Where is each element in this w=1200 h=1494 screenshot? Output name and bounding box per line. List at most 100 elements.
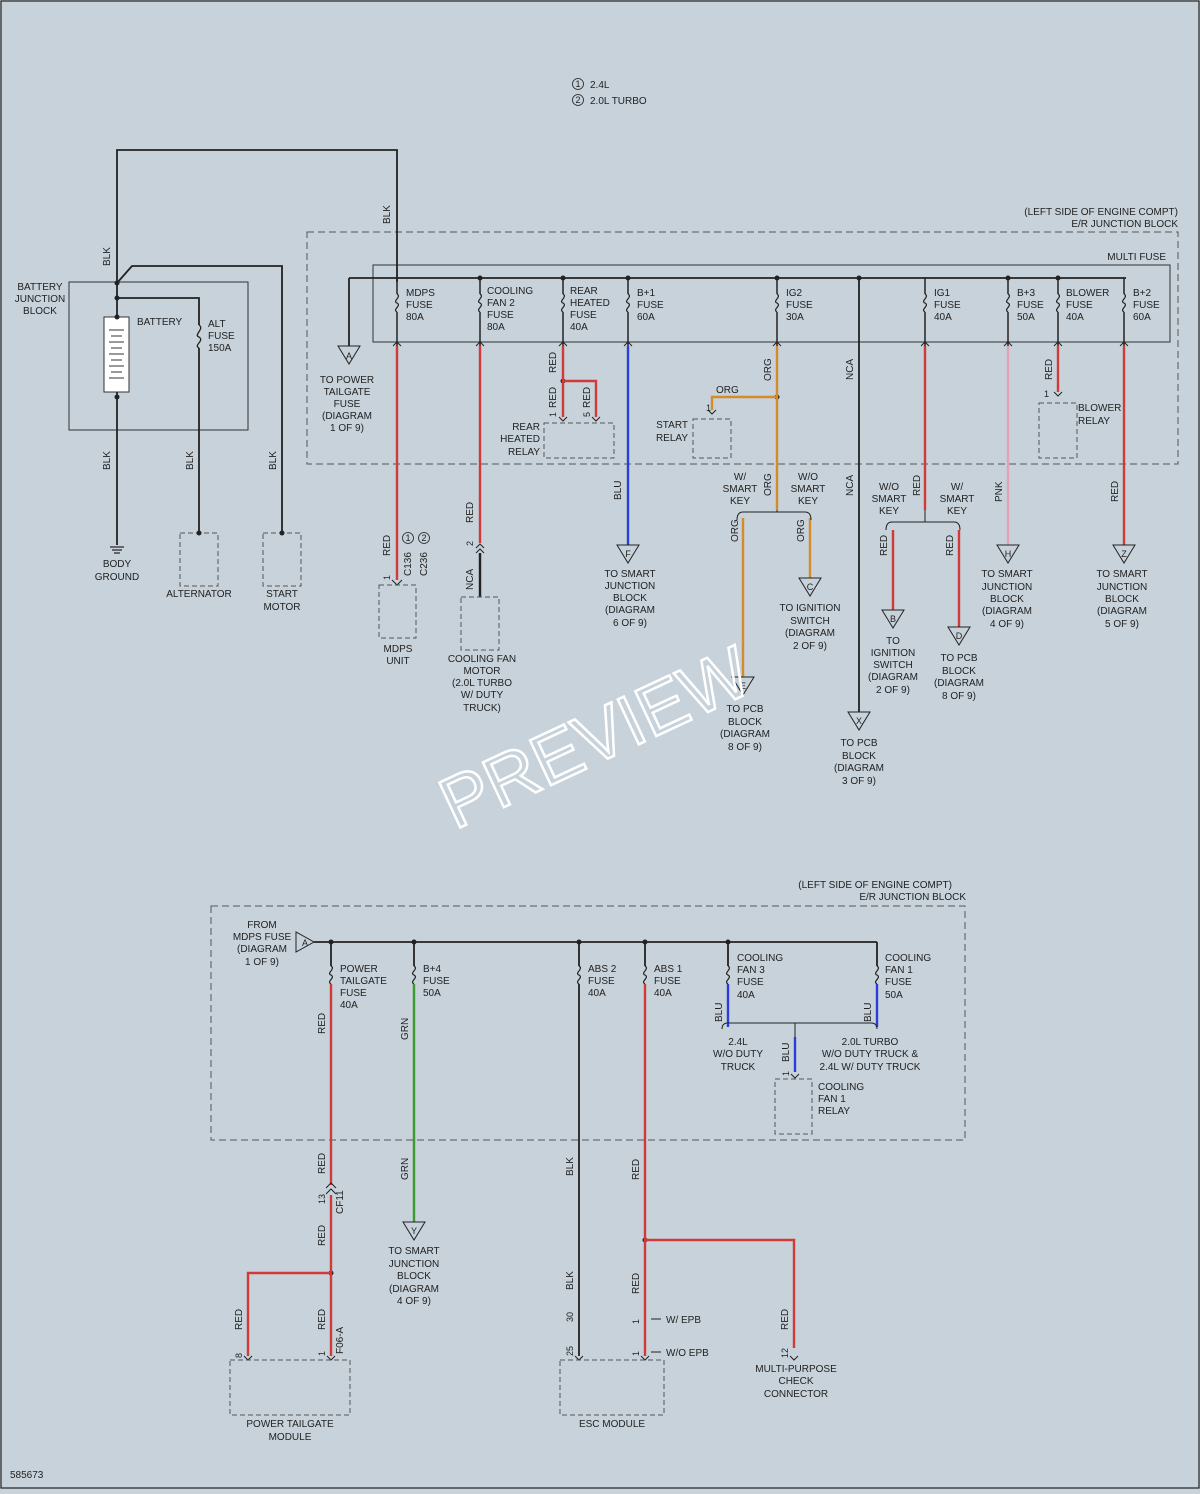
alternator-box — [179, 532, 219, 587]
wlabel-rh-red-1: RED — [548, 352, 559, 373]
wo-epb-label: W/O EPB — [666, 1348, 709, 1359]
dest-ign2a-2: SWITCH — [790, 616, 829, 627]
dest-pcb8a-3: (DIAGRAM — [720, 729, 770, 740]
ptm-1: POWER TAILGATE — [246, 1419, 334, 1430]
dest-ign2b-4: (DIAGRAM — [868, 672, 918, 683]
mdps-unit-box — [378, 584, 417, 639]
pin-rh-1: 1 — [548, 412, 558, 417]
dest-sjb4-5: 4 OF 9) — [990, 619, 1024, 630]
battery-label: BATTERY — [137, 317, 183, 328]
dest-sjb5-5: 5 OF 9) — [1105, 619, 1139, 630]
cfm-label-1: COOLING FAN — [448, 654, 516, 665]
fuse-b1-3: 60A — [637, 312, 655, 323]
alt-fuse-label-1: ALT — [208, 319, 226, 330]
pin-rh-5: 5 — [582, 412, 592, 417]
legend-2-0l-turbo: 2.0L TURBO — [590, 96, 647, 107]
dest-ign2b-3: SWITCH — [873, 660, 912, 671]
esc-module-box — [559, 1359, 665, 1416]
epb-leaders — [651, 1318, 661, 1353]
mdps-connector — [391, 579, 403, 586]
start-relay-label-1: START — [656, 420, 688, 431]
dest-pcb8a-1: TO PCB — [726, 704, 763, 715]
bfuse-pt-4: 40A — [340, 1000, 358, 1011]
wire-labels-top: RED RED NCA RED RED RED BLU ORG ORG ORG … — [382, 352, 1121, 590]
from-mdps-3: (DIAGRAM — [237, 944, 287, 955]
start-relay-pin — [707, 409, 717, 415]
cooling-fan-motor-box — [460, 596, 500, 651]
start-relay-box — [692, 418, 732, 459]
pin-esc-1a: 1 — [631, 1319, 641, 1324]
cooling-fan1-relay-pin — [790, 1073, 800, 1079]
fuse-rh-4: 40A — [570, 322, 588, 333]
v24-2: W/O DUTY — [713, 1049, 763, 1060]
dest-pcb3-2: BLOCK — [842, 751, 876, 762]
alt-fuse-label-3: 150A — [208, 343, 232, 354]
alt-fuse-symbol — [196, 324, 202, 349]
bwl-blu-1: BLU — [714, 1003, 725, 1022]
fuse-ig1-1: IG1 — [934, 288, 951, 299]
dest-sjb5-4: (DIAGRAM — [1097, 606, 1147, 617]
bfuse-abs2-2: FUSE — [588, 976, 615, 987]
bsjb4-2: JUNCTION — [389, 1259, 440, 1270]
fuse-symbols-bottom — [329, 965, 880, 985]
wlabel-blower-red: RED — [1044, 359, 1055, 380]
fuse-cf2-3: FUSE — [487, 310, 514, 321]
fuse-rh-1: REAR — [570, 286, 598, 297]
alternator-label: ALTERNATOR — [166, 589, 232, 600]
pin-cf1r-1: 1 — [781, 1071, 791, 1076]
start-motor-label-1: START — [266, 589, 298, 600]
fuse-ig1-3: 40A — [934, 312, 952, 323]
dest-sjb6-4: (DIAGRAM — [605, 605, 655, 616]
blower-relay-pin — [1053, 391, 1063, 397]
splice-bracket-bottom — [721, 1022, 878, 1030]
fuse-ig2-2: FUSE — [786, 300, 813, 311]
wlabel-nca-1: NCA — [845, 359, 856, 380]
fuse-b3-1: B+3 — [1017, 288, 1036, 299]
bsjb4-1: TO SMART — [388, 1246, 439, 1257]
wlabel-ig1-red-w: RED — [945, 535, 956, 556]
multi-fuse-label: MULTI FUSE — [1107, 252, 1166, 263]
arrow-connector-letters-top: F C E X B D H Z — [625, 549, 1127, 726]
wosk-2-1: W/O — [879, 482, 899, 493]
v20-3: 2.4L W/ DUTY TRUCK — [820, 1062, 921, 1073]
body-ground-label-2: GROUND — [95, 572, 139, 583]
wsk-1-1: W/ — [734, 472, 746, 483]
wlabel-org-wo: ORG — [796, 519, 807, 542]
legend-marker-2-num: 2 — [576, 95, 581, 105]
mdps-unit-label-1: MDPS — [384, 644, 413, 655]
fuse-ig1-2: FUSE — [934, 300, 961, 311]
wsk-2-3: KEY — [947, 506, 967, 517]
dest-sjb5-2: JUNCTION — [1097, 582, 1148, 593]
bwl-red-3: RED — [317, 1225, 328, 1246]
connector-a-bottom-letter: A — [302, 938, 308, 948]
pin-pt-8: 8 — [234, 1353, 244, 1358]
wlabel-cf2-red: RED — [465, 502, 476, 523]
cfm-label-4: W/ DUTY — [461, 690, 504, 701]
pin-12: 12 — [780, 1348, 790, 1358]
esc-module-label: ESC MODULE — [579, 1419, 645, 1430]
dest-ign2a-3: (DIAGRAM — [785, 628, 835, 639]
fuse-b2-3: 60A — [1133, 312, 1151, 323]
bwl-blk-2: BLK — [565, 1271, 576, 1290]
dest-ign2a-4: 2 OF 9) — [793, 641, 827, 652]
smart-key-labels: W/ SMART KEY W/O SMART KEY W/O SMART KEY… — [723, 472, 975, 517]
v20-2: W/O DUTY TRUCK & — [822, 1049, 919, 1060]
wlabel-ig1-red-wo: RED — [879, 535, 890, 556]
cf1r-2: FAN 1 — [818, 1094, 846, 1105]
wlabel-ig2-org-2: ORG — [763, 473, 774, 496]
wlabel-start-org: ORG — [716, 385, 739, 396]
rear-heated-relay-pins — [558, 416, 601, 422]
arrow-connectors-top — [616, 544, 1136, 731]
wosk-1-2: SMART — [791, 484, 826, 495]
w-epb-label: W/ EPB — [666, 1315, 701, 1326]
bfuse-abs1-3: 40A — [654, 988, 672, 999]
er-junction-block-box-bottom — [210, 905, 966, 1141]
junction-dots-bottom — [328, 939, 731, 1276]
pin-mdps-1: 1 — [382, 575, 392, 580]
bsjb4-4: (DIAGRAM — [389, 1284, 439, 1295]
wosk-1-3: KEY — [798, 496, 818, 507]
bwl-red-1: RED — [317, 1013, 328, 1034]
splice-brackets-top — [475, 510, 961, 554]
